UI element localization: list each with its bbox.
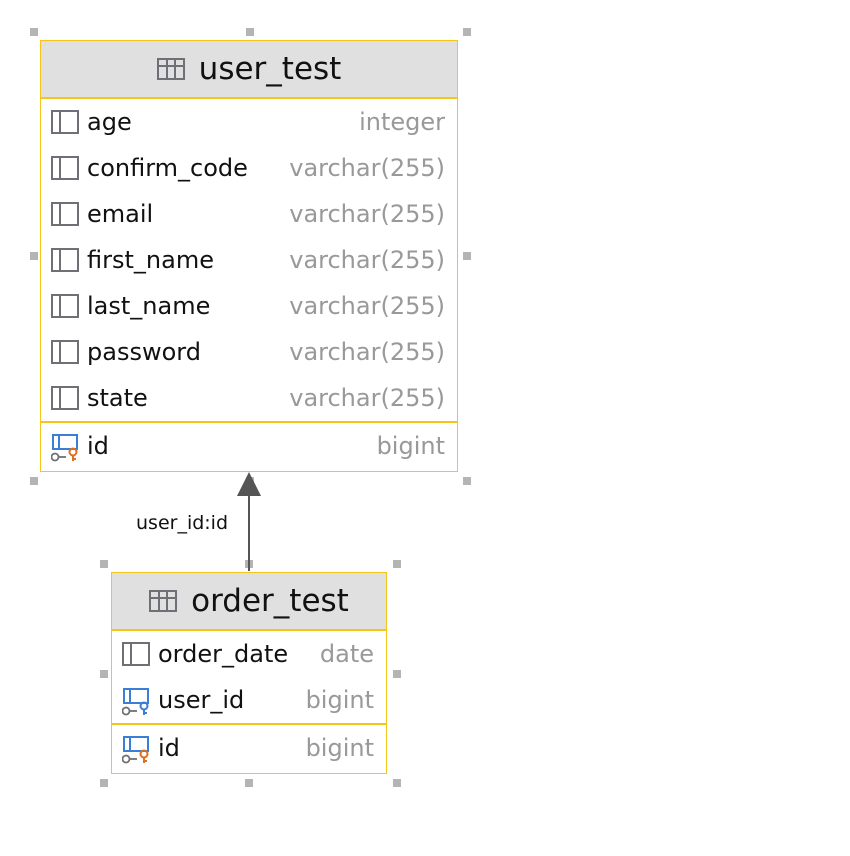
column-type: date <box>319 640 374 668</box>
column-row[interactable]: age integer <box>41 99 457 145</box>
column-name: order_date <box>158 640 289 668</box>
primary-key-icon <box>121 736 150 764</box>
column-name: email <box>87 200 154 228</box>
column-type: bigint <box>305 734 374 762</box>
table-title: user_test <box>198 51 342 87</box>
column-row[interactable]: order_date date <box>112 631 386 677</box>
column-icon <box>51 340 79 364</box>
column-type: bigint <box>376 432 445 460</box>
selection-handle[interactable] <box>463 252 471 260</box>
column-type: varchar(255) <box>289 384 445 412</box>
column-type: varchar(255) <box>289 246 445 274</box>
table-header[interactable]: user_test <box>41 41 457 99</box>
table-icon <box>156 58 185 80</box>
column-row[interactable]: password varchar(255) <box>41 329 457 375</box>
column-icon <box>51 294 79 318</box>
column-row[interactable]: confirm_code varchar(255) <box>41 145 457 191</box>
selection-handle[interactable] <box>100 779 108 787</box>
column-icon <box>122 642 150 666</box>
column-row[interactable]: last_name varchar(255) <box>41 283 457 329</box>
column-row[interactable]: email varchar(255) <box>41 191 457 237</box>
primary-key-icon <box>50 434 79 462</box>
table-header[interactable]: order_test <box>112 573 386 631</box>
selection-handle[interactable] <box>393 670 401 678</box>
selection-handle[interactable] <box>100 670 108 678</box>
selection-handle[interactable] <box>30 28 38 36</box>
column-name: first_name <box>87 246 214 274</box>
column-type: varchar(255) <box>289 292 445 320</box>
table-title: order_test <box>191 583 349 619</box>
column-type: bigint <box>305 686 374 714</box>
table-icon <box>149 590 178 612</box>
selection-handle[interactable] <box>100 560 108 568</box>
primary-key-row[interactable]: id bigint <box>41 421 457 469</box>
column-icon <box>51 202 79 226</box>
column-name: user_id <box>158 686 245 714</box>
selection-handle[interactable] <box>393 779 401 787</box>
column-name: id <box>87 432 109 460</box>
selection-handle[interactable] <box>245 779 253 787</box>
primary-key-row[interactable]: id bigint <box>112 723 386 771</box>
selection-handle[interactable] <box>246 28 254 36</box>
column-name: state <box>87 384 148 412</box>
column-icon <box>51 110 79 134</box>
column-type: varchar(255) <box>289 154 445 182</box>
column-row[interactable]: state varchar(255) <box>41 375 457 421</box>
foreign-key-icon <box>121 688 150 716</box>
column-name: age <box>87 108 132 136</box>
column-name: last_name <box>87 292 211 320</box>
column-type: varchar(255) <box>289 338 445 366</box>
column-row[interactable]: user_id bigint <box>112 677 386 723</box>
column-icon <box>51 248 79 272</box>
selection-handle[interactable] <box>463 28 471 36</box>
column-name: id <box>158 734 180 762</box>
column-type: varchar(255) <box>289 200 445 228</box>
column-name: confirm_code <box>87 154 248 182</box>
column-icon <box>51 156 79 180</box>
column-icon <box>51 386 79 410</box>
selection-handle[interactable] <box>30 477 38 485</box>
selection-handle[interactable] <box>463 477 471 485</box>
column-row[interactable]: first_name varchar(255) <box>41 237 457 283</box>
selection-handle[interactable] <box>30 252 38 260</box>
relation-label: user_id:id <box>136 512 229 534</box>
column-type: integer <box>359 108 445 136</box>
column-name: password <box>87 338 201 366</box>
table-user-test[interactable]: user_test age integer confirm_code varchar(… <box>40 40 458 472</box>
selection-handle[interactable] <box>393 560 401 568</box>
